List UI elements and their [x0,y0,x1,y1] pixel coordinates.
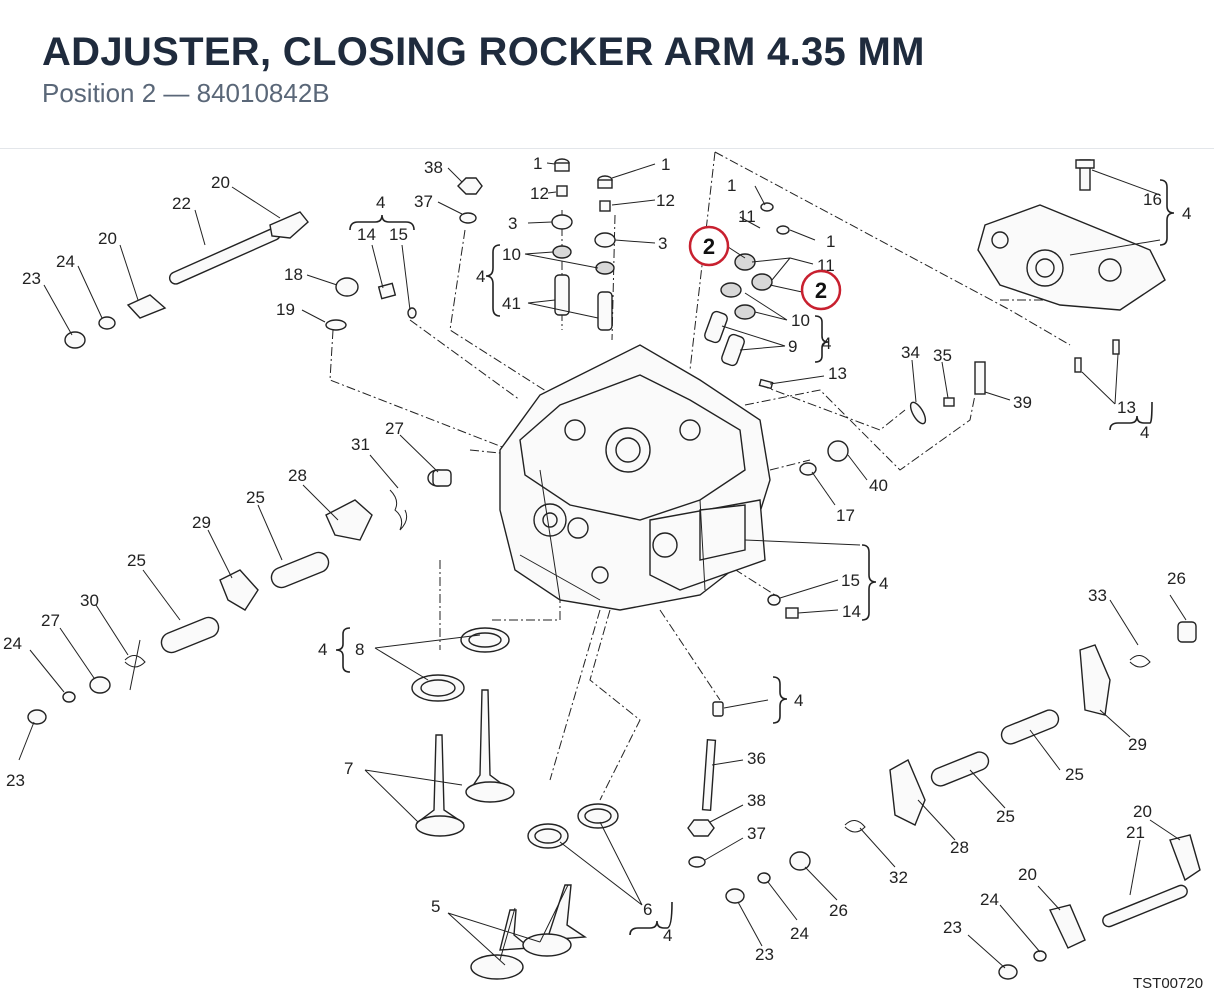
part-label: 11 [738,207,756,226]
part-label: 3 [658,234,667,253]
part-label: 9 [788,337,797,356]
part-label: 29 [1128,735,1147,754]
part-label: 8 [355,640,364,659]
part-label: 17 [836,506,855,525]
part-label: 12 [530,184,549,203]
part-label: 25 [127,551,146,570]
part-label: 4 [1182,204,1191,223]
part-label: 5 [431,897,440,916]
rocker-support [977,159,1166,373]
part-label: 28 [288,466,307,485]
part-label: 28 [950,838,969,857]
part-label: 3 [508,214,517,233]
part-label: 31 [351,435,370,454]
part-label: 24 [790,924,809,943]
callout-position-2-right: 2 [800,269,842,311]
part-label: 4 [879,574,888,593]
part-label: 39 [1013,393,1032,412]
svg-text:2: 2 [815,278,827,303]
part-label: 25 [1065,765,1084,784]
part-label: 25 [996,807,1015,826]
part-label: 12 [656,191,675,210]
valve-train-parts [325,158,790,390]
part-label: 23 [6,771,25,790]
part-label: 4 [822,334,831,353]
part-label: 1 [661,155,670,174]
part-label: 37 [747,824,766,843]
part-label: 20 [98,229,117,248]
part-label: 27 [385,419,404,438]
part-label: 15 [389,225,408,244]
part-label: 1 [727,176,736,195]
valves-and-seats [411,627,619,980]
part-label: 27 [41,611,60,630]
part-label: 19 [276,300,295,319]
assembly-lines [329,151,1071,801]
part-label: 32 [889,868,908,887]
header: ADJUSTER, CLOSING ROCKER ARM 4.35 MM Pos… [0,0,1214,149]
part-label: 14 [842,602,861,621]
part-label: 26 [829,901,848,920]
braces [335,179,1175,936]
part-number-labels: 1 1 1 1 12 12 3 3 10 41 4 11 11 10 9 4 3… [3,154,1191,964]
position-callouts: 2 2 [688,225,842,311]
part-label: 10 [791,311,810,330]
part-label: 35 [933,346,952,365]
part-label: 24 [980,890,999,909]
shaft-assembly-right [725,621,1201,980]
part-label: 15 [841,571,860,590]
part-label: 13 [828,364,847,383]
part-label: 4 [376,193,385,212]
part-label: 34 [901,343,920,362]
part-label: 22 [172,194,191,213]
part-label: 4 [663,926,672,945]
part-label: 26 [1167,569,1186,588]
part-label: 14 [357,225,376,244]
part-label: 7 [344,759,353,778]
part-label: 38 [747,791,766,810]
part-label: 25 [246,488,265,507]
shaft-assembly-left [27,469,452,725]
part-label: 20 [1133,802,1152,821]
part-label: 4 [318,640,327,659]
part-label: 1 [826,232,835,251]
part-label: 18 [284,265,303,284]
part-label: 37 [414,192,433,211]
leader-lines [18,162,1187,969]
part-label: 23 [943,918,962,937]
part-label: 16 [1143,190,1162,209]
page-subtitle: Position 2 — 84010842B [42,78,330,108]
svg-text:2: 2 [703,234,715,259]
cylinder-head [499,344,771,611]
callout-position-2-left: 2 [688,225,730,267]
part-label: 23 [755,945,774,964]
part-label: 23 [22,269,41,288]
part-label: 20 [1018,865,1037,884]
part-label: 20 [211,173,230,192]
part-label: 40 [869,476,888,495]
part-label: 33 [1088,586,1107,605]
part-label: 36 [747,749,766,768]
part-label: 13 [1117,398,1136,417]
part-label: 10 [502,245,521,264]
part-label: 38 [424,158,443,177]
part-label: 24 [3,634,22,653]
part-label: 4 [794,691,803,710]
part-label: 30 [80,591,99,610]
part-label: 4 [1140,423,1149,442]
stud-assembly [687,361,986,868]
part-label: 29 [192,513,211,532]
part-label: 6 [643,900,652,919]
part-label: 1 [533,154,542,173]
part-label: 24 [56,252,75,271]
part-label: 21 [1126,823,1145,842]
part-label: 41 [502,294,521,313]
part-label: 4 [476,267,485,286]
rocker-shaft-upper-left [64,211,309,349]
page-title: ADJUSTER, CLOSING ROCKER ARM 4.35 MM [42,30,925,74]
diagram-code: TST00720 [1133,975,1203,992]
